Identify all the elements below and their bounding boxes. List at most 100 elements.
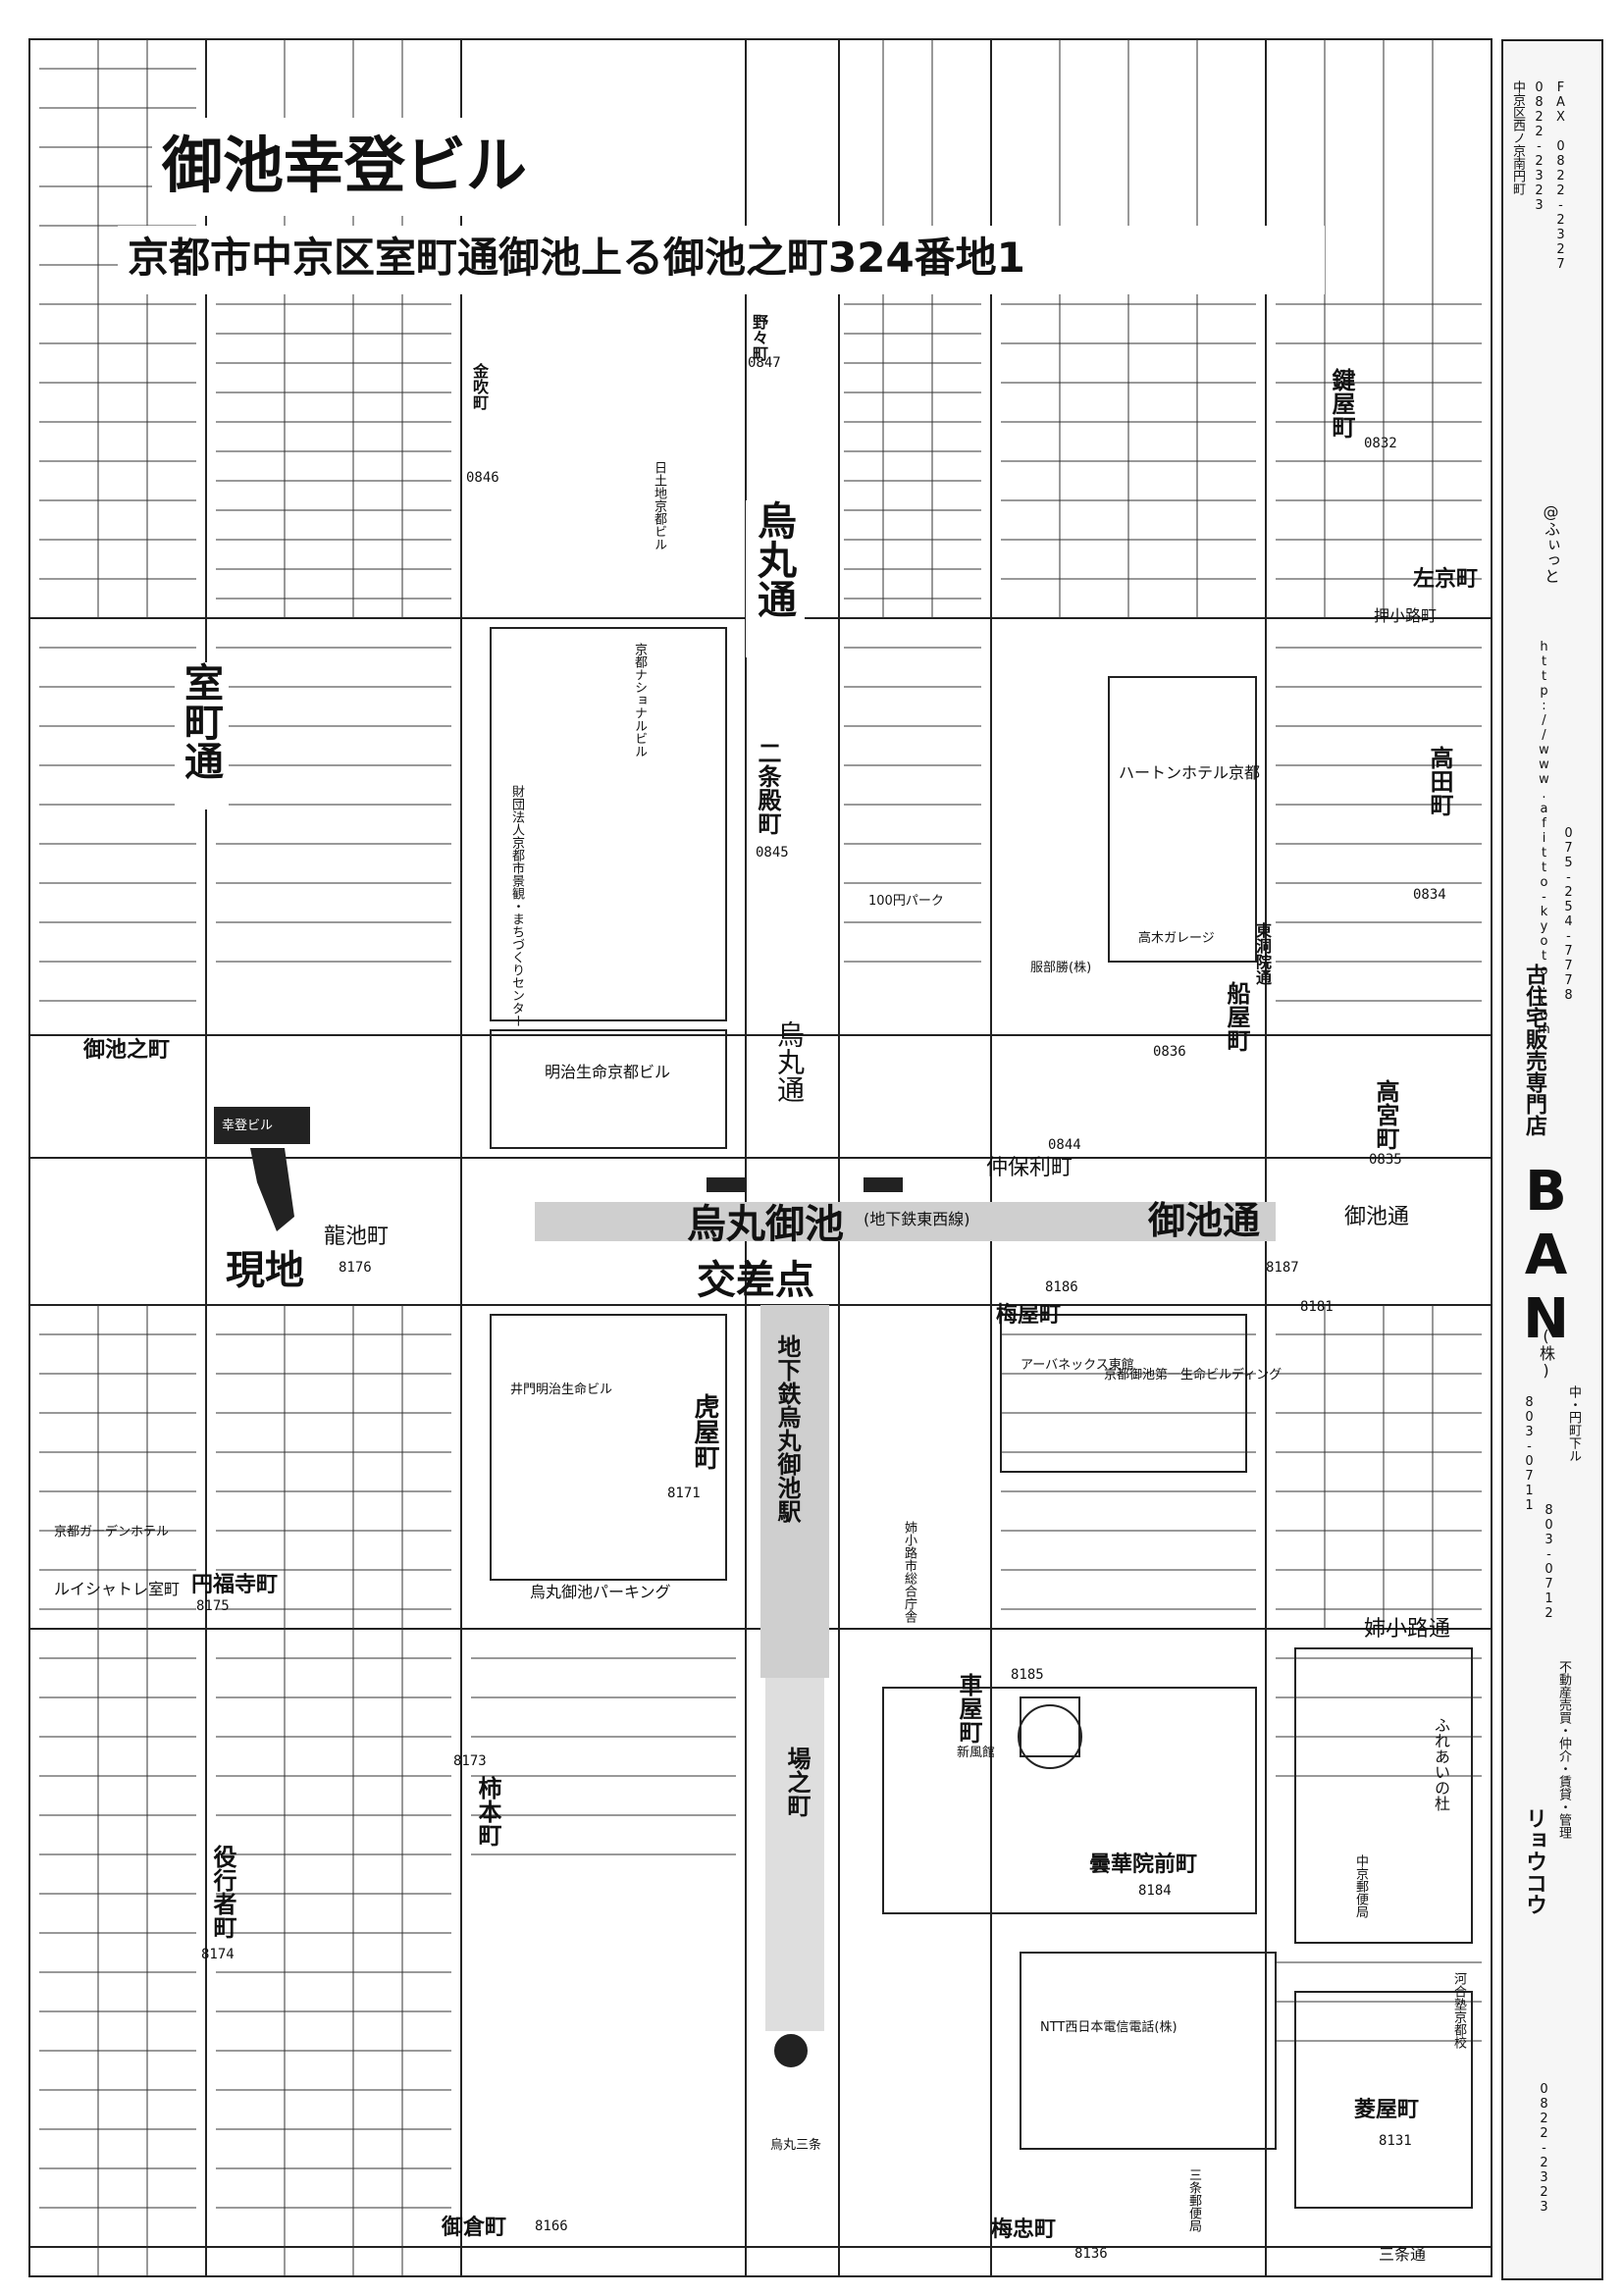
town-kanaya: 金吹町 xyxy=(470,363,489,410)
intersection-label-1: 烏丸御池 xyxy=(687,1202,844,1247)
town-nijo: 二条殿町 xyxy=(754,741,781,835)
town-enpukuji: 円福寺町 xyxy=(191,1573,279,1597)
town-umetada: 梅忠町 xyxy=(991,2218,1057,2242)
building-harton: ハートンホテル京都 xyxy=(1119,763,1261,782)
town-sakyo: 左京町 xyxy=(1413,567,1479,592)
ad-ban-tel2: 803-0711 xyxy=(1522,1395,1537,1513)
town-kagiya-no: 0832 xyxy=(1364,436,1397,451)
ad-ban-addr: 中京区西ノ京南円町 xyxy=(1510,80,1525,195)
ad-ryoukou-tel: 0822-2323 xyxy=(1537,2082,1551,2215)
town-funaya: 船屋町 xyxy=(1223,981,1250,1052)
ad-fax2: 803-0712 xyxy=(1542,1503,1556,1621)
intersection-label-2: 交差点 xyxy=(697,1258,814,1303)
ad-ban-name: BAN xyxy=(1514,1160,1578,1351)
town-takamiya: 高宮町 xyxy=(1372,1079,1399,1150)
sanjo-street: 三条通 xyxy=(1379,2245,1427,2264)
town-oike-no: 8187 xyxy=(1266,1260,1299,1276)
town-mikura-no: 8166 xyxy=(535,2218,568,2234)
address-band: 京都市中京区室町通御池上る御池之町324番地1 xyxy=(118,226,1325,294)
ad-nakaenmachi: 中・円町下ル xyxy=(1566,1385,1581,1462)
town-ryuchi-no: 8176 xyxy=(339,1260,372,1276)
building-takagi: 高木ガレージ xyxy=(1138,931,1215,946)
town-hishiya-no: 8131 xyxy=(1379,2133,1412,2149)
town-donge: 曇華院前町 xyxy=(1089,1852,1198,1877)
building-national: 京都ナショナルビル xyxy=(632,643,647,757)
town-sanmonji-no: 8181 xyxy=(1300,1299,1334,1315)
town-kurumaya-no: 8185 xyxy=(1011,1667,1044,1683)
town-funaya-no: 0836 xyxy=(1153,1044,1186,1060)
building-parking1: 100円パーク xyxy=(868,894,944,909)
town-nakabori-no: 0844 xyxy=(1048,1137,1081,1153)
ad-tel2: 075-254-7778 xyxy=(1561,826,1576,1003)
building-sango: 三条郵便局 xyxy=(1186,2168,1201,2232)
ad-ban-kabu: (株) xyxy=(1537,1327,1555,1380)
town-umeya-no: 8186 xyxy=(1045,1279,1078,1295)
town-yakusha: 役行者町 xyxy=(209,1845,236,1939)
town-umeya: 梅屋町 xyxy=(996,1303,1062,1328)
building-title: 御池幸登ビル xyxy=(162,130,528,201)
karasuma-street-upper: 烏丸通 xyxy=(751,500,796,618)
town-nogi-no: 0847 xyxy=(748,355,781,371)
town-kashi: 柿本町 xyxy=(474,1776,501,1847)
karasuma-upper-band: 烏丸通 xyxy=(746,500,805,657)
town-kanaya-no: 0846 xyxy=(466,470,499,486)
ad-ryoukou: リョウコウ xyxy=(1522,1807,1546,1915)
subway-line-label: (地下鉄東西線) xyxy=(864,1210,970,1228)
building-fureai: ふれあいの杜 xyxy=(1432,1717,1450,1811)
building-nakagyo-post: 中京郵便局 xyxy=(1353,1854,1368,1918)
town-takata-no: 0834 xyxy=(1413,887,1446,903)
ad-afitto: @ふぃっと xyxy=(1542,502,1560,584)
town-oshi: 押小路町 xyxy=(1374,606,1438,625)
muromachi-band: 室町通 xyxy=(175,662,229,809)
building-hattori: 服部勝(株) xyxy=(1030,961,1092,975)
building-sunsuma: ルイシャトレ室町 xyxy=(54,1580,181,1598)
building-oike-parking: 烏丸御池パーキング xyxy=(530,1583,671,1601)
subway-station-label: 地下鉄烏丸御池駅 xyxy=(773,1334,801,1523)
town-takata: 高田町 xyxy=(1426,746,1453,816)
town-yakusha-no: 8174 xyxy=(201,1947,235,1962)
town-kagiya: 鍵屋町 xyxy=(1328,368,1355,439)
town-nogi: 野々町 xyxy=(750,314,768,361)
town-bazai: 場之町 xyxy=(783,1747,811,1817)
town-nakabori: 仲保利町 xyxy=(986,1156,1073,1180)
town-takamiya-no: 0835 xyxy=(1369,1152,1402,1168)
ad-fudosan: 不動産売買・仲介・賃貸・管理 xyxy=(1556,1660,1571,1839)
town-toraya: 虎屋町 xyxy=(690,1393,719,1470)
town-mikura: 御倉町 xyxy=(442,2216,507,2240)
anekoji-street: 姉小路通 xyxy=(1364,1617,1451,1642)
town-higashi: 東洞院通 xyxy=(1253,922,1272,985)
town-nijo-no: 0845 xyxy=(756,845,789,861)
side-ad-column: 中京区西ノ京南円町 0822-2323 FAX 0822-2327 @ふぃっと … xyxy=(1501,39,1603,2280)
ad-web: http://www.afitto-kyoto.com xyxy=(1537,640,1551,1037)
town-kurumaya: 車屋町 xyxy=(955,1673,982,1744)
town-oike-no-machi: 御池之町 xyxy=(83,1038,171,1063)
title-band: 御池幸登ビル xyxy=(152,118,623,216)
building-izutsu: 井門明治生命ビル xyxy=(510,1383,613,1397)
site-label: 現地 xyxy=(226,1248,304,1293)
town-umetada-no: 8136 xyxy=(1074,2246,1108,2262)
karasuma-sanjo-label: 烏丸三条 xyxy=(770,2138,822,2153)
building-nikkei: 日土地京都ビル xyxy=(652,461,666,550)
oike-street: 御池通 xyxy=(1148,1199,1261,1242)
town-hishiya: 菱屋町 xyxy=(1354,2098,1420,2122)
site-pin-shape xyxy=(214,1107,310,1231)
ad-ban-fax: FAX 0822-2327 xyxy=(1553,80,1568,272)
address-title: 京都市中京区室町通御池上る御池之町324番地1 xyxy=(128,234,1025,282)
muromachi-street: 室町通 xyxy=(178,662,223,780)
karasuma-street-mid: 烏丸通 xyxy=(773,1020,806,1103)
building-anekoji-gov: 姉小路市総合庁舎 xyxy=(902,1521,916,1623)
building-anex: アーバネックス東館 xyxy=(1021,1358,1134,1373)
ad-ban-text: 古住宅販売専門店 xyxy=(1522,964,1546,1136)
building-garden: 京都ガーデンホテル xyxy=(54,1525,170,1539)
building-ntt: NTT西日本電信電話(株) xyxy=(1040,2020,1178,2035)
building-machizukuri: 財団法人京都市景観・まちづくりセンター xyxy=(509,785,524,1027)
oike-street-small: 御池通 xyxy=(1344,1205,1410,1229)
building-kawai: 河合塾京都校 xyxy=(1451,1972,1466,2049)
site-building-label: 幸登ビル xyxy=(222,1119,274,1133)
town-donge-no: 8184 xyxy=(1138,1883,1172,1899)
ad-ban-tel: 0822-2323 xyxy=(1532,80,1546,213)
building-kyoto-oike: 京都御池第一生命ビルディング xyxy=(1104,1368,1283,1383)
building-meiji: 明治生命京都ビル xyxy=(545,1063,671,1081)
